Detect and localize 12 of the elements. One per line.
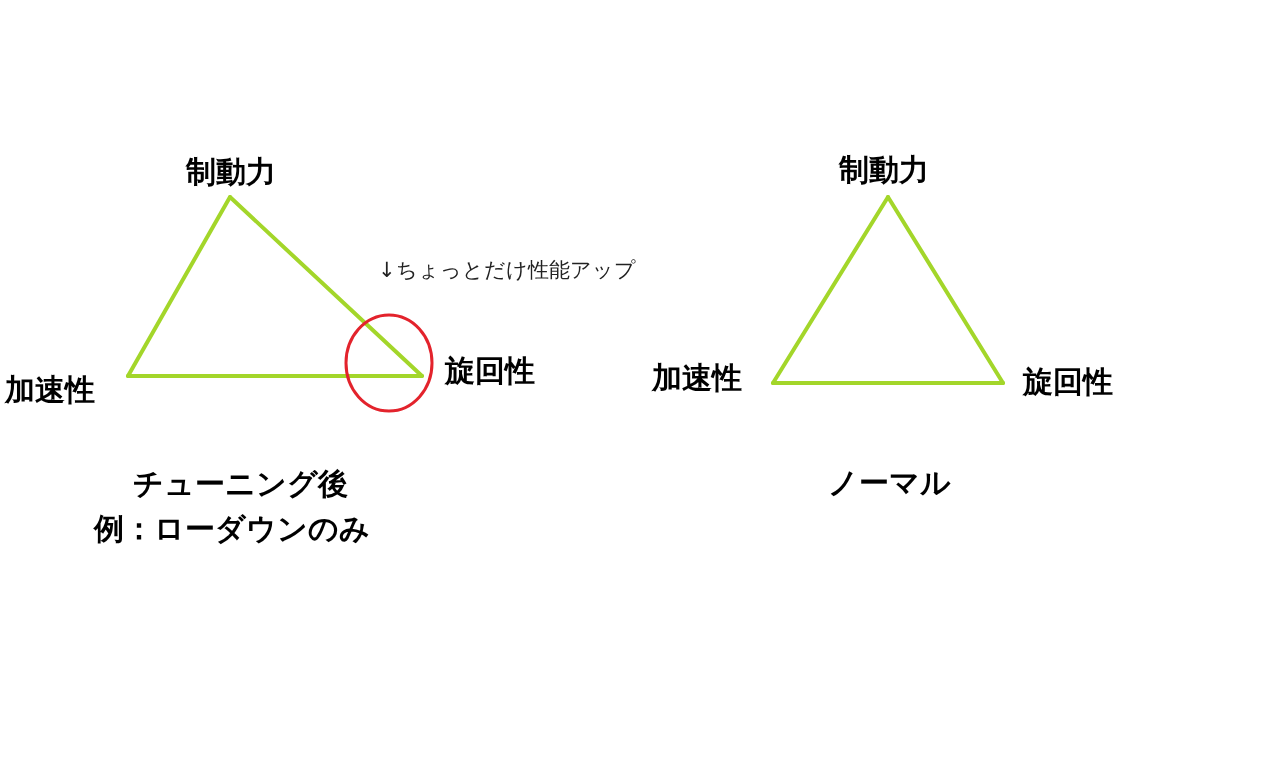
vertex-label: 制動力	[186, 154, 276, 197]
triangle-side	[126, 374, 424, 378]
vertex-label: 加速性	[650, 360, 773, 396]
vertex-label: 加速性	[4, 372, 128, 408]
vertex-label: 旋回性	[422, 353, 542, 389]
caption: 例：ローダウンのみ	[92, 511, 371, 547]
annotation-text: ↓ちょっとだけ性能アップ	[378, 258, 637, 283]
triangle-side	[771, 381, 1005, 385]
caption: ノーマル	[826, 465, 952, 501]
vertex-label: 旋回性	[1003, 364, 1121, 400]
vertex-label: 制動力	[839, 152, 929, 197]
caption: チューニング後	[131, 466, 349, 502]
